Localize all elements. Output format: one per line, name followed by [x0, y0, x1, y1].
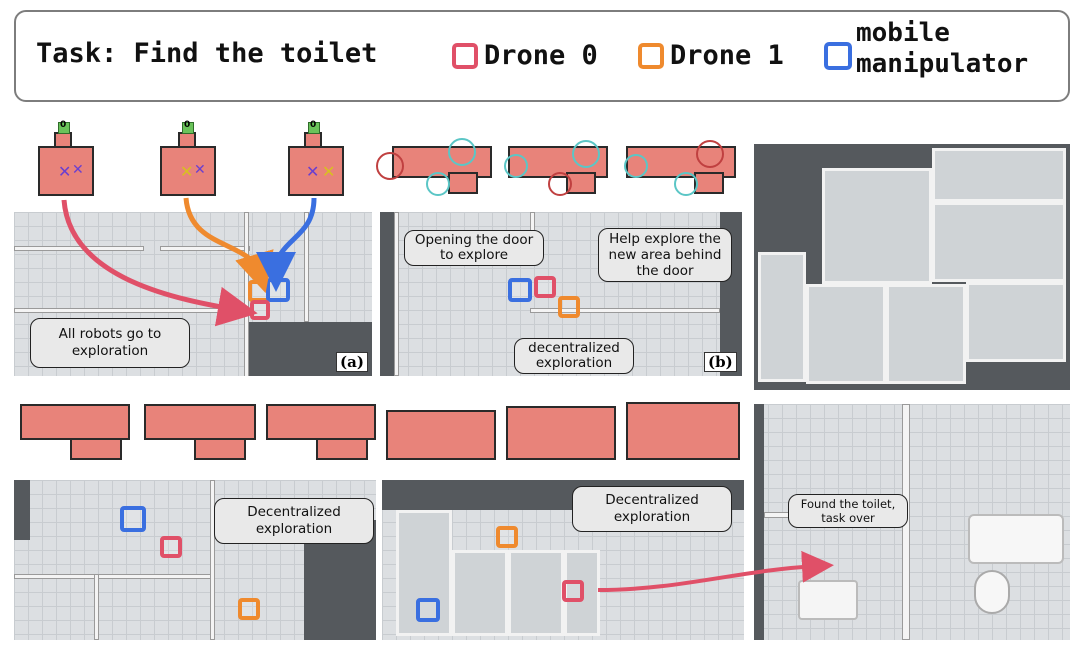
panel-e-scene: Found the toilet, task over: [754, 404, 1070, 640]
map-b3-room: [694, 172, 724, 194]
legend-drone1: Drone 1: [638, 40, 784, 71]
outside-area: [754, 404, 764, 640]
task-legend-box: Task: Find the toilet Drone 0 Drone 1 mo…: [14, 10, 1070, 102]
map-a3-top: [304, 132, 322, 148]
legend-drone1-label: Drone 1: [670, 40, 784, 71]
marker-x-icon: ✕: [58, 162, 72, 181]
wall: [160, 246, 250, 251]
mobile-manipulator-marker: [266, 278, 290, 302]
panel-b-scene: Opening the door to explore Help explore…: [380, 212, 742, 376]
drone0-marker: [250, 300, 270, 320]
speech-bubble-d: Decentralized exploration: [572, 486, 732, 532]
wall: [210, 480, 215, 640]
room: [806, 284, 886, 384]
robot-marker: [182, 122, 194, 134]
drone1-marker: [496, 526, 518, 548]
speech-bubble-b-left: Opening the door to explore: [404, 230, 544, 266]
legend-mm-line1: mobile: [856, 18, 950, 48]
room: [966, 282, 1066, 362]
room: [396, 510, 452, 636]
marker-x-icon: ✕: [322, 162, 336, 181]
map-d1: [386, 410, 496, 460]
wall: [14, 308, 244, 313]
outside-area: [380, 212, 394, 376]
room: [508, 550, 564, 636]
bathtub-icon: [968, 514, 1064, 564]
legend-drone0: Drone 0: [452, 40, 598, 71]
speech-bubble-c: Decentralized exploration: [214, 498, 374, 544]
task-title: Task: Find the toilet: [36, 38, 378, 69]
wall: [14, 246, 144, 251]
marker-x-icon: ✕: [72, 162, 84, 178]
drone1-swatch: [638, 42, 664, 69]
room: [758, 252, 806, 382]
drone0-swatch: [452, 42, 478, 69]
map-c3: [266, 404, 376, 440]
map-c1: [20, 404, 130, 440]
robot-marker: [58, 122, 70, 134]
drone0-marker: [534, 276, 556, 298]
house-overview-top: [754, 144, 1070, 390]
map-c2: [144, 404, 256, 440]
map-a1-top: [54, 132, 72, 148]
wall: [14, 574, 214, 579]
sink-icon: [798, 580, 858, 620]
room: [452, 550, 508, 636]
map-a3-label: 0: [310, 120, 317, 130]
room: [932, 202, 1066, 282]
map-b1-room: [448, 172, 478, 194]
marker-x-icon: ✕: [306, 162, 320, 181]
marker-x-icon: ✕: [180, 162, 194, 181]
map-a3: [288, 146, 344, 196]
map-c2-room: [194, 438, 246, 460]
legend-drone0-label: Drone 0: [484, 40, 598, 71]
map-d2: [506, 406, 616, 460]
map-a2: [160, 146, 216, 196]
speech-bubble-b-bottom: decentralized exploration: [514, 338, 634, 374]
panel-a-scene: All robots go to exploration (a): [14, 212, 372, 376]
outside-area: [14, 480, 30, 540]
toilet-icon: [974, 570, 1010, 614]
room: [822, 168, 932, 284]
room: [932, 148, 1066, 202]
wall: [530, 308, 720, 313]
speech-bubble-b-right: Help explore the new area behind the doo…: [598, 228, 732, 282]
room: [886, 284, 966, 384]
wall: [94, 574, 99, 640]
legend-mm-line2: manipulator: [856, 49, 1029, 79]
drone1-marker: [238, 598, 260, 620]
panel-d-scene: Decentralized exploration: [382, 480, 744, 640]
drone1-marker: [558, 296, 580, 318]
drone0-marker: [562, 580, 584, 602]
map-d3: [626, 402, 740, 460]
panel-a-tag: (a): [336, 352, 368, 372]
map-a1-label: 0: [60, 120, 67, 130]
marker-x-icon: ✕: [194, 162, 206, 178]
legend-mobile-manipulator: mobile manipulator: [856, 18, 1028, 80]
mobile-manipulator-marker: [120, 506, 146, 532]
map-c3-room: [316, 438, 368, 460]
mobile-manipulator-marker: [508, 278, 532, 302]
robot-marker: [308, 122, 320, 134]
map-a2-label: 0: [184, 120, 191, 130]
mobile-manipulator-marker: [416, 598, 440, 622]
wall: [394, 212, 399, 376]
wall: [304, 212, 309, 322]
speech-bubble-e: Found the toilet, task over: [788, 494, 908, 528]
panel-c-scene: Decentralized exploration: [14, 480, 376, 640]
mobile-manipulator-swatch: [824, 42, 852, 70]
panel-b-tag: (b): [704, 352, 737, 372]
map-c1-room: [70, 438, 122, 460]
map-b2-room: [566, 172, 596, 194]
speech-bubble-a: All robots go to exploration: [30, 318, 190, 368]
map-a2-top: [178, 132, 196, 148]
drone0-marker: [160, 536, 182, 558]
